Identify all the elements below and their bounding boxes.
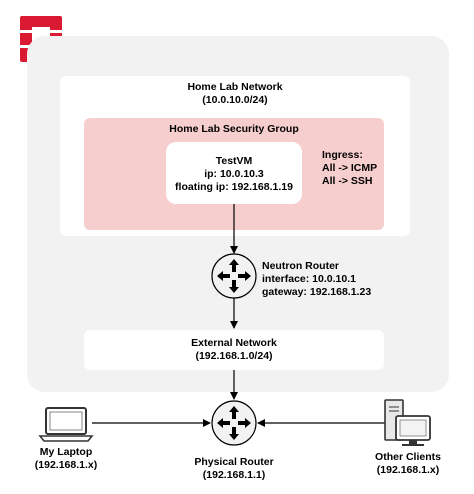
physical-router-icon[interactable] xyxy=(211,400,257,446)
laptop-name: My Laptop xyxy=(39,446,93,458)
vm-name: TestVM xyxy=(215,155,253,167)
laptop-icon[interactable] xyxy=(38,407,94,442)
laptop-ip: (192.168.1.x) xyxy=(34,459,98,471)
external-network-name: External Network xyxy=(191,337,277,349)
ingress-rule-ssh: All -> SSH xyxy=(322,175,373,187)
neutron-router-icon[interactable] xyxy=(211,253,257,299)
home-lab-network-name: Home Lab Network xyxy=(187,81,283,93)
physical-router-name: Physical Router xyxy=(194,456,274,468)
external-network-cidr: (192.168.1.0/24) xyxy=(195,350,273,362)
desktop-computer-icon[interactable] xyxy=(384,399,431,446)
home-lab-network-cidr: (10.0.10.0/24) xyxy=(202,94,268,106)
vm-ip: ip: 10.0.10.3 xyxy=(204,168,264,180)
other-clients-ip: (192.168.1.x) xyxy=(376,464,440,476)
vm-floating-ip: floating ip: 192.168.1.19 xyxy=(175,181,293,193)
ingress-title: Ingress: xyxy=(322,149,363,161)
other-clients-name: Other Clients xyxy=(375,451,441,463)
neutron-router-gateway: gateway: 192.168.1.23 xyxy=(262,286,372,298)
external-network-box[interactable] xyxy=(84,330,384,370)
neutron-router-name: Neutron Router xyxy=(262,260,339,272)
physical-router-ip: (192.168.1.1) xyxy=(202,469,266,481)
ingress-rule-icmp: All -> ICMP xyxy=(322,162,378,174)
security-group-name: Home Lab Security Group xyxy=(169,123,299,135)
testvm-box[interactable] xyxy=(166,142,302,204)
neutron-router-interface: interface: 10.0.10.1 xyxy=(262,273,356,285)
